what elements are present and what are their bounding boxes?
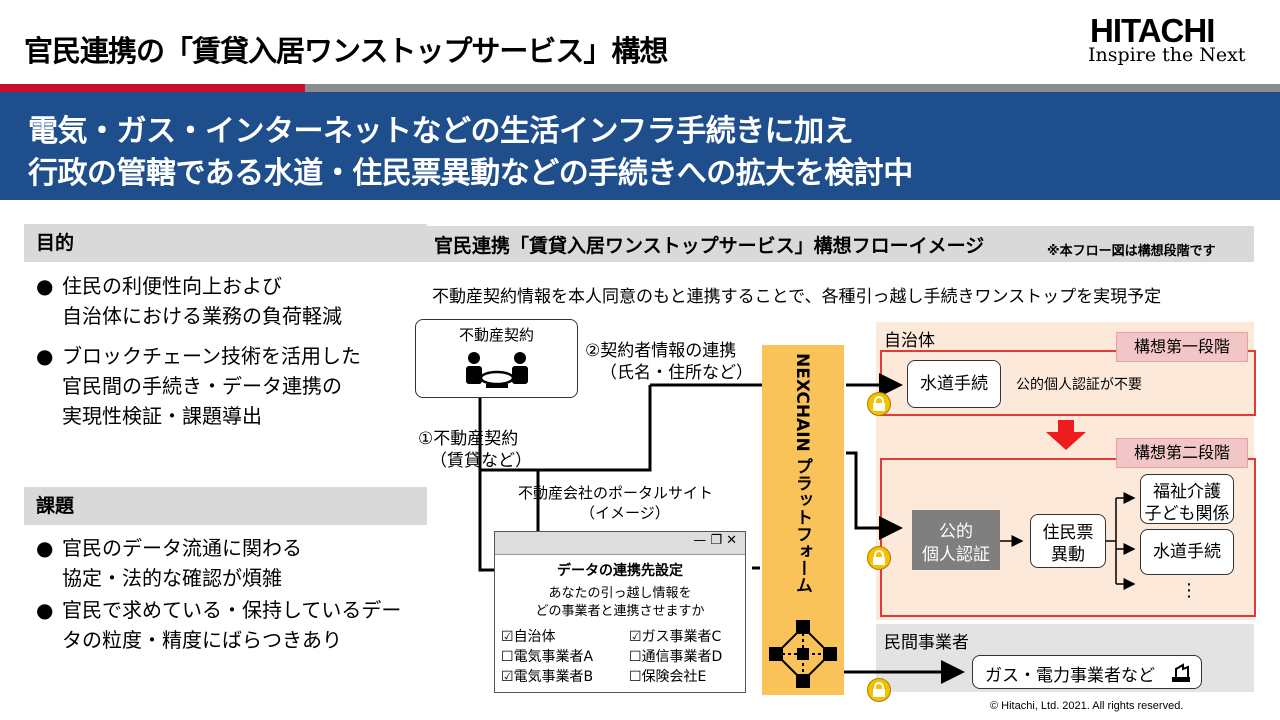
bullet-line: 協定・法的な確認が煩雑 xyxy=(62,566,282,590)
flow-description: 不動産契約情報を本人同意のもと連携することで、各種引っ越し手続きワンストップを実… xyxy=(432,287,1162,307)
line-to-window xyxy=(478,470,494,572)
option-municipality[interactable]: ☑自治体 xyxy=(501,626,556,646)
purpose-bullet-2: ● ブロックチェーン技術を活用した 官民間の手続き・データ連携の 実現性検証・課… xyxy=(36,342,416,432)
issues-bullet-2: ● 官民で求めている・保持しているデー タの粒度・精度にばらつきあり xyxy=(36,596,416,656)
option-label: 電気事業者A xyxy=(513,649,594,665)
phase-arrow-down xyxy=(1046,420,1086,450)
issues-heading: 課題 xyxy=(24,487,427,525)
option-insurance-e[interactable]: ☐保険会社E xyxy=(629,666,706,686)
bullet-line: ブロックチェーン技術を活用した xyxy=(62,344,361,368)
meter-icon xyxy=(1172,663,1190,682)
banner-line-2: 行政の管轄である水道・住民票異動などの手続きへの拡大を検討中 xyxy=(28,156,913,191)
resident-move-box: 住民票 異動 xyxy=(1030,514,1106,568)
flow-note: ※本フロー図は構想段階です xyxy=(1047,244,1216,259)
bullet-dot: ● xyxy=(36,536,54,560)
bullet-line: 住民の利便性向上および xyxy=(62,274,282,298)
welfare-box: 福祉介護 子ども関係 xyxy=(1140,474,1234,524)
gas-electric-label: ガス・電力事業者など xyxy=(985,666,1155,686)
no-auth-note: 公的個人認証が不要 xyxy=(1016,377,1142,393)
line-contract-to-portal xyxy=(478,398,540,531)
purpose-heading: 目的 xyxy=(24,224,427,262)
phase2-tag: 構想第二段階 xyxy=(1116,438,1248,468)
page-title: 官民連携の「賃貸入居ワンストップサービス」構想 xyxy=(24,34,668,68)
step2-line1: ②契約者情報の連携 xyxy=(585,341,737,361)
water-procedure-box-1: 水道手続 xyxy=(907,360,1001,408)
checkbox[interactable]: ☐ xyxy=(629,669,642,685)
option-label: 保険会社E xyxy=(641,669,707,685)
issues-bullet-1: ● 官民のデータ流通に関わる 協定・法的な確認が煩雑 xyxy=(36,534,416,594)
checkbox[interactable]: ☑ xyxy=(501,629,514,645)
hitachi-logo: HITACHI xyxy=(1090,12,1215,49)
header-divider-gray xyxy=(305,84,1280,92)
purpose-bullet-1: ● 住民の利便性向上および 自治体における業務の負荷軽減 xyxy=(36,272,416,332)
bullet-line: 自治体における業務の負荷軽減 xyxy=(62,304,342,328)
portal-label-2: （イメージ） xyxy=(580,504,670,522)
checkbox[interactable]: ☐ xyxy=(501,649,514,665)
option-electric-a[interactable]: ☐電気事業者A xyxy=(501,646,593,666)
nexchain-platform: NEXCHAIN プラットフォーム xyxy=(762,345,844,695)
header-divider-red xyxy=(0,84,305,92)
option-label: 通信事業者D xyxy=(641,649,723,665)
step1-line1: ①不動産契約 xyxy=(418,429,519,449)
resident-line-1: 住民票 xyxy=(1042,523,1094,543)
checkbox[interactable]: ☑ xyxy=(501,669,514,685)
bullet-line: 官民で求めている・保持しているデー xyxy=(62,598,402,622)
phase1-tag: 構想第一段階 xyxy=(1116,332,1248,362)
window-question-1: あなたの引っ越し情報を xyxy=(548,586,692,601)
blockchain-icon xyxy=(769,620,837,688)
public-auth-box: 公的 個人認証 xyxy=(912,510,1000,570)
meeting-icon xyxy=(466,352,528,388)
lock-icon xyxy=(867,678,891,702)
more-ellipsis: ⋮ xyxy=(1180,580,1198,601)
headline-banner: 電気・ガス・インターネットなどの生活インフラ手続きに加え 行政の管轄である水道・… xyxy=(0,92,1280,200)
portal-label-1: 不動産会社のポータルサイト xyxy=(518,484,714,502)
option-label: 電気事業者B xyxy=(513,669,594,685)
welfare-line-1: 福祉介護 xyxy=(1153,482,1221,502)
bullet-dot: ● xyxy=(36,344,54,368)
auth-line-1: 公的 xyxy=(939,522,973,542)
banner-line-1: 電気・ガス・インターネットなどの生活インフラ手続きに加え xyxy=(28,114,854,149)
logo-tagline: Inspire the Next xyxy=(1088,44,1246,66)
contract-box: 不動産契約 xyxy=(415,319,578,398)
bullet-line: タの粒度・精度にばらつきあり xyxy=(62,628,342,652)
option-label: ガス事業者C xyxy=(641,629,722,645)
gas-electric-box: ガス・電力事業者など xyxy=(972,655,1202,689)
window-title: データの連携先設定 xyxy=(557,563,683,579)
municipality-label: 自治体 xyxy=(884,331,935,351)
resident-line-2: 異動 xyxy=(1051,545,1085,565)
window-question-2: どの事業者と連携させますか xyxy=(535,604,705,619)
window-controls[interactable]: — ❐ ✕ xyxy=(693,533,737,548)
step1-line2: （賃貸など） xyxy=(430,451,532,471)
copyright: © Hitachi, Ltd. 2021. All rights reserve… xyxy=(990,700,1184,712)
lock-icon xyxy=(867,392,891,416)
portal-window: — ❐ ✕ データの連携先設定 あなたの引っ越し情報を どの事業者と連携させます… xyxy=(494,531,746,693)
bullet-line: 実現性検証・課題導出 xyxy=(62,404,262,428)
window-titlebar: — ❐ ✕ xyxy=(495,532,745,555)
option-electric-b[interactable]: ☑電気事業者B xyxy=(501,666,593,686)
bullet-line: 官民間の手続き・データ連携の xyxy=(62,374,342,398)
private-label: 民間事業者 xyxy=(884,633,969,653)
flow-heading-bar: 官民連携「賃貸入居ワンストップサービス」構想フローイメージ ※本フロー図は構想段… xyxy=(422,226,1254,262)
bullet-line: 官民のデータ流通に関わる xyxy=(62,536,302,560)
auth-line-2: 個人認証 xyxy=(922,545,990,565)
option-gas-c[interactable]: ☑ガス事業者C xyxy=(629,626,721,646)
contract-label: 不動産契約 xyxy=(458,326,534,344)
checkbox[interactable]: ☐ xyxy=(629,649,642,665)
bullet-dot: ● xyxy=(36,274,54,298)
bullet-dot: ● xyxy=(36,598,54,622)
water-procedure-box-2: 水道手続 xyxy=(1140,529,1234,575)
step2-line2: （氏名・住所など） xyxy=(600,363,753,383)
platform-label: NEXCHAIN プラットフォーム xyxy=(792,353,812,594)
option-telecom-d[interactable]: ☐通信事業者D xyxy=(629,646,722,666)
arrow-platform-to-auth xyxy=(846,451,903,540)
lock-icon xyxy=(867,546,891,570)
checkbox[interactable]: ☑ xyxy=(629,629,642,645)
option-label: 自治体 xyxy=(513,629,556,645)
flow-heading: 官民連携「賃貸入居ワンストップサービス」構想フローイメージ xyxy=(434,235,985,257)
welfare-line-2: 子ども関係 xyxy=(1144,504,1230,524)
